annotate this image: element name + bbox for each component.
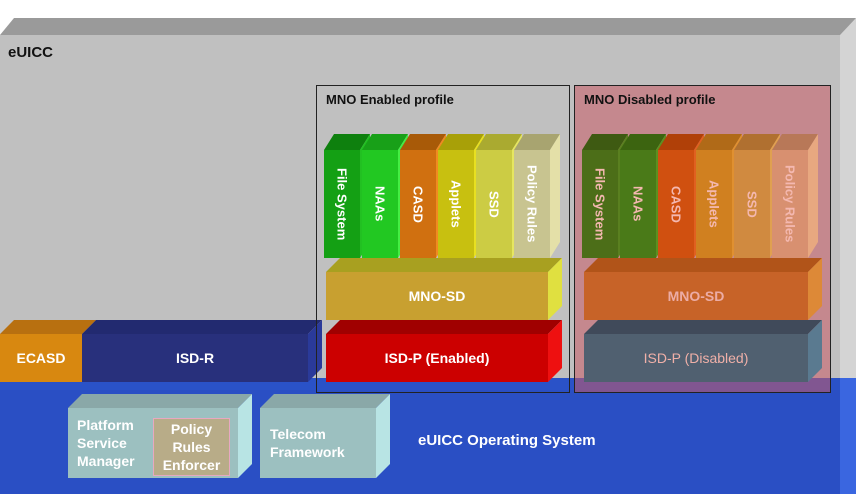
isd-r-front: ISD-R bbox=[82, 334, 308, 382]
app-top bbox=[476, 134, 522, 150]
enabled-mno-sd-label: MNO-SD bbox=[408, 288, 466, 304]
tf-top bbox=[260, 394, 390, 408]
enabled-mno-sd-front: MNO-SD bbox=[326, 272, 548, 320]
disabled-isd-p: ISD-P (Disabled) bbox=[584, 320, 822, 382]
app-front: Policy Rules bbox=[772, 150, 808, 258]
enabled-isd-p-front: ISD-P (Enabled) bbox=[326, 334, 548, 382]
disabled-isd-p-label: ISD-P (Disabled) bbox=[643, 350, 749, 366]
isd-r-side bbox=[308, 320, 322, 382]
policy-rules-enforcer-label: Policy Rules Enforcer bbox=[162, 421, 221, 473]
app-front: NAAs bbox=[620, 150, 656, 258]
app-label: Applets bbox=[706, 180, 722, 228]
app-front: SSD bbox=[476, 150, 512, 258]
enabled-mno-sd-top bbox=[326, 258, 562, 272]
disabled-mno-sd-top bbox=[584, 258, 822, 272]
app-top bbox=[324, 134, 370, 150]
ecasd-label: ECASD bbox=[16, 350, 66, 366]
app-top bbox=[620, 134, 666, 150]
disabled-mno-sd: MNO-SD bbox=[584, 258, 822, 320]
euicc-side-face bbox=[840, 18, 856, 380]
enabled-profile-title: MNO Enabled profile bbox=[326, 92, 454, 107]
euicc-label: eUICC bbox=[8, 44, 54, 61]
app-front: File System bbox=[582, 150, 618, 258]
app-front: Applets bbox=[696, 150, 732, 258]
app-top bbox=[696, 134, 742, 150]
app-top bbox=[514, 134, 560, 150]
app-block-policy-rules: Policy Rules bbox=[514, 134, 560, 258]
app-front: Policy Rules bbox=[514, 150, 550, 258]
app-front: File System bbox=[324, 150, 360, 258]
disabled-isd-p-side bbox=[808, 320, 822, 382]
app-label: Applets bbox=[448, 180, 464, 228]
disabled-isd-p-front: ISD-P (Disabled) bbox=[584, 334, 808, 382]
psm-label: Platform Service Manager bbox=[77, 417, 135, 469]
app-front: NAAs bbox=[362, 150, 398, 258]
app-front: SSD bbox=[734, 150, 770, 258]
enabled-isd-p-label: ISD-P (Enabled) bbox=[384, 350, 490, 366]
app-label: File System bbox=[334, 167, 350, 241]
mno-enabled-profile bbox=[316, 85, 570, 393]
app-top bbox=[734, 134, 780, 150]
app-top bbox=[438, 134, 484, 150]
app-label: NAAs bbox=[630, 186, 646, 222]
app-label: SSD bbox=[744, 190, 760, 218]
enabled-mno-sd: MNO-SD bbox=[326, 258, 562, 320]
psm-top bbox=[68, 394, 252, 408]
app-block-naas: NAAs bbox=[362, 134, 408, 258]
app-top bbox=[582, 134, 628, 150]
disabled-mno-sd-front: MNO-SD bbox=[584, 272, 808, 320]
disabled-mno-sd-label: MNO-SD bbox=[667, 288, 725, 304]
telecom-framework: Telecom Framework bbox=[260, 394, 390, 478]
disabled-isd-p-top bbox=[584, 320, 822, 334]
app-block-policy-rules: Policy Rules bbox=[772, 134, 818, 258]
enabled-isd-p-side bbox=[548, 320, 562, 382]
ecasd-block: ECASD bbox=[0, 320, 96, 382]
psm-side bbox=[238, 394, 252, 478]
app-top bbox=[658, 134, 704, 150]
app-label: SSD bbox=[486, 190, 502, 218]
app-label: CASD bbox=[668, 185, 684, 223]
app-side bbox=[550, 134, 560, 258]
app-front: CASD bbox=[400, 150, 436, 258]
os-label: eUICC Operating System bbox=[418, 432, 596, 449]
euicc-top-face bbox=[0, 18, 856, 35]
app-label: File System bbox=[592, 167, 608, 241]
ecasd-front: ECASD bbox=[0, 334, 82, 382]
disabled-profile-title: MNO Disabled profile bbox=[584, 92, 716, 107]
disabled-mno-sd-side bbox=[808, 258, 822, 320]
ecasd-top bbox=[0, 320, 96, 334]
tf-label: Telecom Framework bbox=[270, 426, 345, 460]
app-top bbox=[400, 134, 446, 150]
tf-side bbox=[376, 394, 390, 478]
enabled-mno-sd-side bbox=[548, 258, 562, 320]
app-label: Policy Rules bbox=[524, 165, 540, 243]
app-front: Applets bbox=[438, 150, 474, 258]
isd-r-label: ISD-R bbox=[175, 350, 215, 366]
app-top bbox=[362, 134, 408, 150]
app-label: CASD bbox=[410, 185, 426, 223]
tf-front: Telecom Framework bbox=[260, 408, 376, 478]
app-front: CASD bbox=[658, 150, 694, 258]
enabled-isd-p-top bbox=[326, 320, 562, 334]
os-side-face bbox=[840, 378, 856, 494]
policy-rules-enforcer: Policy Rules Enforcer bbox=[153, 418, 230, 476]
app-side bbox=[808, 134, 818, 258]
app-label: Policy Rules bbox=[782, 165, 798, 243]
app-label: NAAs bbox=[372, 186, 388, 222]
isd-r-block: ISD-R bbox=[82, 320, 322, 382]
enabled-isd-p: ISD-P (Enabled) bbox=[326, 320, 562, 382]
isd-r-top bbox=[82, 320, 322, 334]
app-top bbox=[772, 134, 818, 150]
